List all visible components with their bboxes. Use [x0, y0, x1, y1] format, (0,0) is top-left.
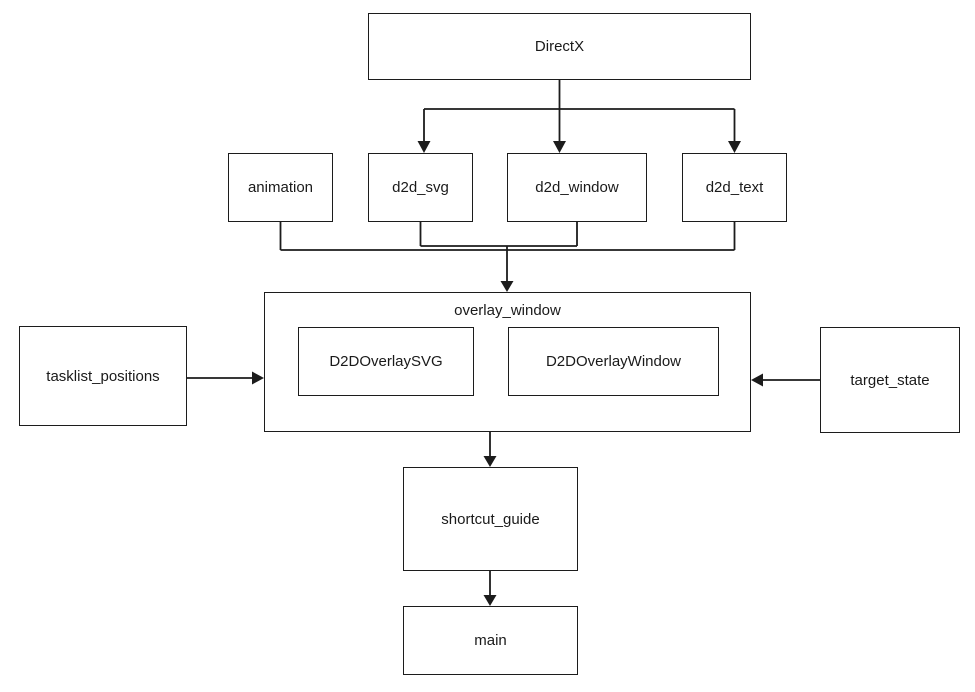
node-d2d-window: d2d_window — [507, 153, 647, 222]
edge-overlay-to-shortcut_guide-arrowhead — [483, 456, 497, 467]
edge-shortcut_guide-to-main-arrowhead — [483, 595, 497, 606]
node-d2d-svg-label: d2d_svg — [392, 179, 449, 196]
node-d2d-window-label: d2d_window — [535, 179, 619, 196]
node-target-state: target_state — [820, 327, 960, 433]
node-main: main — [403, 606, 578, 675]
node-shortcut-guide: shortcut_guide — [403, 467, 578, 571]
node-main-label: main — [474, 632, 507, 649]
node-animation-label: animation — [247, 179, 314, 196]
node-d2d-text-label: d2d_text — [705, 179, 764, 196]
edge-tasklist_positions-arrowhead — [252, 371, 264, 385]
node-target-state-label: target_state — [850, 371, 930, 389]
edge-to-overlay_window-arrowhead — [500, 281, 514, 292]
node-d2d-svg: d2d_svg — [368, 153, 473, 222]
node-animation: animation — [228, 153, 333, 222]
edge-directx-to-d2d_text-arrowhead — [728, 141, 741, 153]
node-d2d-text: d2d_text — [682, 153, 787, 222]
node-directx: DirectX — [368, 13, 751, 80]
edge-directx-to-d2d_window-arrowhead — [553, 141, 566, 153]
node-d2doverlaywindow: D2DOverlayWindow — [508, 327, 719, 396]
node-d2doverlaywindow-label: D2DOverlayWindow — [545, 353, 682, 370]
node-tasklist-positions: tasklist_positions — [19, 326, 187, 426]
node-shortcut-guide-label: shortcut_guide — [441, 510, 540, 528]
edge-target_state-arrowhead — [751, 373, 763, 387]
node-overlay-window-label: overlay_window — [454, 302, 561, 319]
node-directx-label: DirectX — [534, 38, 585, 55]
node-d2doverlaysvg-label: D2DOverlaySVG — [329, 353, 443, 370]
node-d2doverlaysvg: D2DOverlaySVG — [298, 327, 474, 396]
node-tasklist-positions-label: tasklist_positions — [46, 367, 160, 385]
edge-directx-to-d2d_svg-arrowhead — [417, 141, 431, 153]
